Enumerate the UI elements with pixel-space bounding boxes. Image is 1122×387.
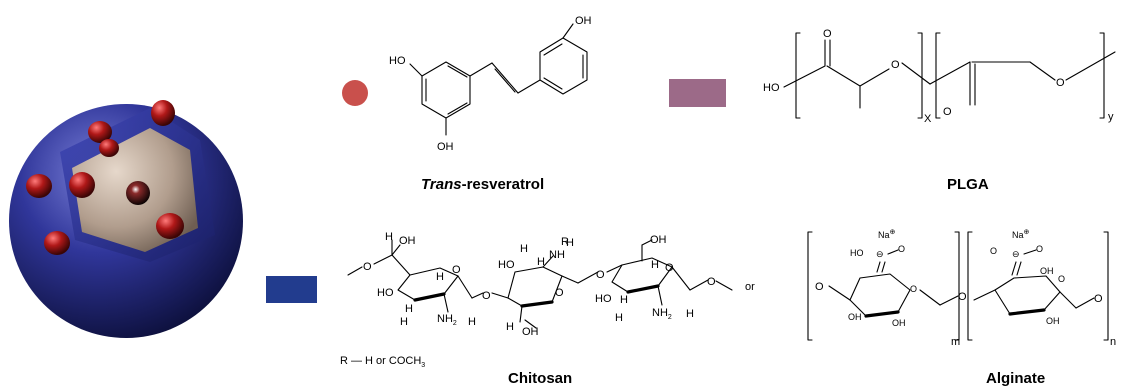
alginate-o-label: O [1058,274,1065,284]
resveratrol-legend-dot [342,80,368,106]
resveratrol-oh-label-bottom: OH [437,141,454,153]
alginate-oh-label: OH [892,318,906,328]
chitosan-h-label: H [615,312,623,324]
chitosan-h-label: H [686,308,694,320]
alginate-o-label: O [815,281,824,293]
drug-particle [151,100,175,126]
alginate-oh-label: OH [848,312,862,322]
alginate-ho-label: HO [850,248,864,258]
drug-particle [126,181,150,205]
alginate-o-label: O [990,246,997,256]
plga-x-subscript: X [924,113,932,125]
chitosan-h-label: H [405,303,413,315]
drug-particle [88,121,112,143]
chitosan-o-label: O [665,262,674,274]
plga-caption: PLGA [947,176,989,193]
alginate-o-label: O [1094,293,1103,305]
chitosan-h-label: H [468,316,476,328]
chitosan-nh2-label: NH2 [652,307,672,321]
drug-particle [69,172,95,198]
chitosan-o-label: O [363,261,372,273]
nanoparticle-illustration [9,100,243,338]
polysaccharide-legend-box [266,276,317,303]
chitosan-h-label: H [651,259,659,271]
alginate-o-label: O [898,244,905,254]
chitosan-o-label: O [707,276,716,288]
alginate-o-label: O [958,291,967,303]
alginate-structure: m n Na⊕ HO ⊖ O O OH OH O O Na⊕ O ⊖ O OH … [807,229,1116,348]
alginate-m-subscript: m [951,336,960,348]
plga-o-label: O [823,28,832,40]
chitosan-h-label: H [620,294,628,306]
chitosan-nh2-label: NH2 [437,313,457,327]
chitosan-h-label: H [506,321,514,333]
resveratrol-oh-label-top: OH [575,15,592,27]
chitosan-r-label: R [561,236,569,248]
alginate-oh-label: OH [1040,266,1054,276]
chitosan-o-label: O [482,290,491,302]
chitosan-h-label: H [385,231,393,243]
chitosan-oh-label: OH [650,234,667,246]
alginate-o-label: O [1036,244,1043,254]
plga-o-label: O [891,59,900,71]
alginate-oh-label: OH [1046,316,1060,326]
chitosan-h-label: H [566,237,574,249]
plga-o-label: O [1056,77,1065,89]
plga-ho-label: HO [763,82,780,94]
resveratrol-structure: HO OH OH [389,15,592,153]
alginate-na-label: Na⊕ [878,229,896,240]
alginate-na-label: Na⊕ [1012,229,1030,240]
or-label: or [745,281,755,293]
chitosan-o-label: O [452,264,461,276]
drug-particle [26,174,52,198]
alginate-o-label: O [910,284,917,294]
chitosan-r-definition: R — H or COCH3 [340,355,425,369]
chitosan-caption: Chitosan [508,370,572,387]
drug-particle [99,139,119,157]
resveratrol-ho-label: HO [389,55,406,67]
plga-legend-box [669,79,726,107]
chitosan-ho-label: HO [498,259,515,271]
chitosan-ho-label: HO [377,287,394,299]
alginate-carboxylate: ⊖ [1012,249,1020,259]
chitosan-o-label: O [555,287,564,299]
chitosan-oh-label: OH [399,235,416,247]
resveratrol-caption: Trans-resveratrol [421,176,544,193]
chitosan-o-label: O [596,269,605,281]
chitosan-ho-label: HO [595,293,612,305]
chitosan-h-label: H [400,316,408,328]
plga-o-label: O [943,106,952,118]
chitosan-nh-label: NH [549,249,565,261]
plga-y-subscript: y [1108,111,1114,123]
drug-particle [156,213,184,239]
drug-particle [44,231,70,255]
plga-structure: HO O O X O O y [763,28,1116,125]
chitosan-structure: O H OH HO H H H NH2 O H O HO H H NH H R … [347,231,755,338]
alginate-carboxylate: ⊖ [876,249,884,259]
chitosan-h-label: H [436,271,444,283]
chitosan-oh-label: OH [522,326,539,338]
alginate-n-subscript: n [1110,336,1116,348]
alginate-caption: Alginate [986,370,1045,387]
chitosan-h-label: H [520,243,528,255]
chitosan-h-label: H [537,256,545,268]
